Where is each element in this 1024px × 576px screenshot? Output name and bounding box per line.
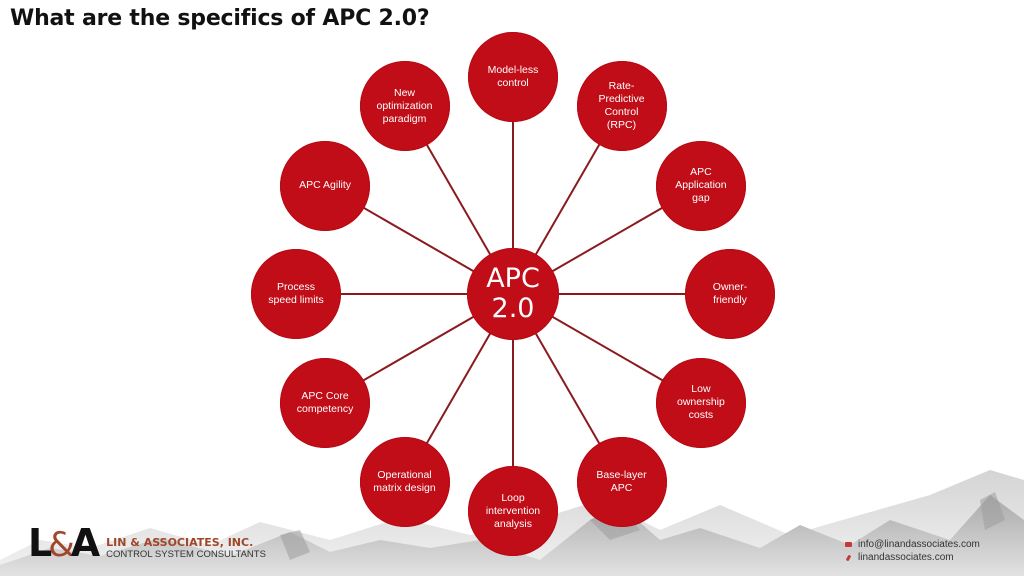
- node-new-optimization-paradigm: New optimization paradigm: [359, 61, 450, 152]
- node-model-less-control: Model-less control: [468, 32, 558, 122]
- contact-email[interactable]: info@linandassociates.com: [858, 539, 980, 550]
- node-operational-matrix-design: Operational matrix design: [359, 436, 450, 527]
- slide-title: What are the specifics of APC 2.0?: [10, 6, 430, 31]
- contact-email-row: info@linandassociates.com: [845, 538, 980, 551]
- company-tagline: CONTROL SYSTEM CONSULTANTS: [106, 549, 266, 560]
- node-rate-predictive-control: Rate- Predictive Control (RPC): [576, 61, 667, 152]
- node-apc-agility: APC Agility: [280, 140, 371, 231]
- node-apc-core-competency: APC Core competency: [280, 357, 371, 448]
- node-owner-friendly: Owner- friendly: [685, 249, 775, 339]
- link-icon: [845, 554, 852, 561]
- node-process-speed-limits: Process speed limits: [251, 249, 341, 339]
- center-node-apc-2-0: APC 2.0: [467, 248, 559, 340]
- logo-letter-l: L: [28, 521, 52, 565]
- node-loop-intervention-analysis: Loop intervention analysis: [468, 466, 558, 556]
- company-logo: L&A LIN & ASSOCIATES, INC. CONTROL SYSTE…: [28, 524, 266, 562]
- logo-letter-a: A: [70, 521, 100, 565]
- contact-info: info@linandassociates.com linandassociat…: [845, 538, 980, 564]
- company-name: LIN & ASSOCIATES, INC.: [106, 536, 254, 549]
- node-low-ownership-costs: Low ownership costs: [655, 357, 746, 448]
- logo-mark: L&A: [28, 524, 100, 562]
- contact-website-row: linandassociates.com: [845, 551, 980, 564]
- email-icon: [845, 542, 852, 547]
- contact-website[interactable]: linandassociates.com: [858, 552, 954, 563]
- logo-ampersand: &: [48, 525, 74, 565]
- node-apc-application-gap: APC Application gap: [655, 140, 746, 231]
- node-base-layer-apc: Base-layer APC: [576, 436, 667, 527]
